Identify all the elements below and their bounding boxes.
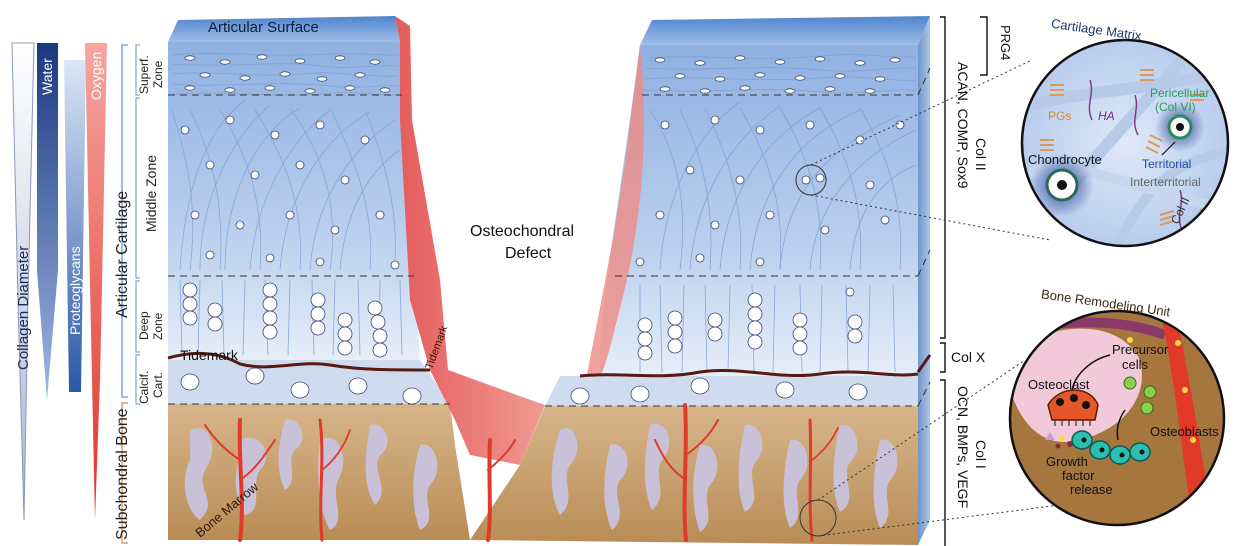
calcified-label-2: Cart.: [151, 372, 165, 398]
deep-zone-label-2: Zone: [151, 312, 165, 340]
territorial-label: Territorial: [1142, 157, 1191, 171]
precursor-label-2: cells: [1122, 357, 1149, 372]
osteoclast-label: Osteoclast: [1028, 377, 1090, 392]
chondrocyte-label: Chondrocyte: [1028, 152, 1102, 167]
superficial-zone-label-2: Zone: [151, 60, 165, 88]
proteoglycans-label: Proteoglycans: [67, 246, 83, 335]
growth-factor-label-1: Growth: [1046, 454, 1088, 469]
articular-surface-label: Articular Surface: [208, 19, 319, 36]
precursor-label-1: Precursor: [1112, 342, 1169, 357]
growth-factor-label-2: factor: [1062, 468, 1095, 483]
cartilage-matrix-inset: Cartilage Matrix PGs HA Pericellular (Co…: [1020, 16, 1235, 260]
superficial-zone-label-1: Superf.: [137, 55, 151, 94]
oxygen-gradient-bar: [85, 43, 107, 520]
water-label: Water: [39, 58, 55, 95]
osteoblasts-label: Osteoblasts: [1150, 424, 1219, 439]
right-top-surface: [640, 16, 930, 45]
col2-marker-label: Col II: [973, 138, 989, 171]
pgs-label: PGs: [1048, 109, 1071, 123]
collagen-label: Collagen Diameter: [15, 246, 32, 370]
tidemark-label: Tidemark: [180, 347, 239, 363]
matrix-title: Cartilage Matrix: [1050, 16, 1143, 44]
proteoglycans-gradient-bar: [64, 60, 86, 392]
prg4-label: PRG4: [998, 25, 1013, 60]
oxygen-label: Oxygen: [88, 52, 104, 100]
cartilage-marker-label: ACAN, COMP, Sox9: [955, 62, 971, 189]
middle-zone-label: Middle Zone: [143, 155, 159, 232]
ha-label: HA: [1098, 109, 1115, 123]
colx-marker-label: Col X: [951, 349, 986, 365]
defect-label-1: Osteochondral: [470, 223, 574, 240]
col1-marker-label: Col I: [973, 440, 989, 469]
gradient-bars: Collagen Diameter Water Proteoglycans Ox…: [12, 43, 107, 520]
subchondral-bone-label: Subchondral Bone: [114, 408, 131, 540]
pericellular-label-2: (Col VI): [1155, 100, 1196, 114]
articular-cartilage-label: Articular Cartilage: [114, 191, 131, 318]
water-gradient-bar: [37, 43, 58, 400]
deep-zone-label-1: Deep: [137, 311, 151, 340]
interterritorial-label: Interterritorial: [1130, 175, 1201, 189]
bone-remodeling-inset: Bone Remodeling Unit Precursor cells Ost…: [1010, 286, 1224, 540]
defect-label-2: Defect: [505, 245, 552, 262]
calcified-label-1: Calcif.: [137, 371, 151, 404]
right-side-face: [918, 16, 930, 545]
region-brackets: Articular Cartilage Subchondral Bone Sup…: [114, 45, 165, 543]
growth-factor-label-3: release: [1070, 482, 1113, 497]
bone-marker-label: OCN, BMPs, VEGF: [955, 386, 971, 508]
pericellular-label-1: Pericellular: [1150, 86, 1209, 100]
